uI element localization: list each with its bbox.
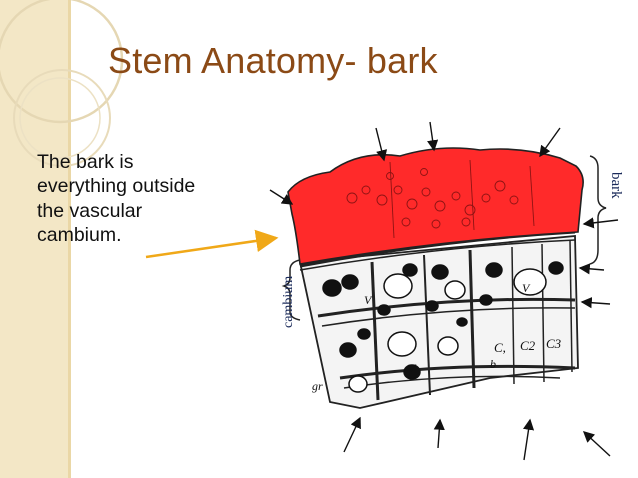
- cell: [387, 331, 417, 357]
- pointer-arrows: [269, 121, 619, 461]
- bark-region: [287, 147, 584, 265]
- cell: [431, 264, 449, 280]
- cell: [357, 328, 371, 340]
- vascular-cells: [322, 261, 564, 393]
- cell: [341, 274, 359, 290]
- bark-cell: [421, 187, 431, 197]
- cell: [322, 279, 342, 297]
- bark-cell: [464, 204, 476, 216]
- slide-title: Stem Anatomy- bark: [108, 40, 438, 81]
- cambium-label: cambium: [281, 276, 296, 328]
- bark-label: bark: [608, 172, 624, 199]
- bark-cell: [494, 180, 506, 192]
- arrow-right-1: [582, 217, 619, 229]
- decor-circle-inner: [19, 77, 101, 159]
- decor-circle-large: [0, 0, 124, 124]
- bark-texture: [346, 159, 535, 239]
- arrow-left-1: [269, 189, 294, 205]
- band-edge: [68, 0, 71, 478]
- bark-cell: [406, 198, 418, 210]
- row-line-3: [321, 307, 576, 327]
- arrow-right-3: [580, 297, 611, 309]
- left-decor-circles: [0, 0, 124, 167]
- bark-cell: [509, 195, 519, 205]
- column-line-2: [423, 254, 431, 396]
- cell: [479, 294, 493, 306]
- column-line-3: [468, 249, 476, 389]
- orange-pointer-arrow: [145, 229, 279, 259]
- arrow-top-1: [375, 127, 388, 162]
- cell: [548, 261, 564, 275]
- cell: [377, 304, 391, 316]
- bark-cell: [431, 219, 441, 229]
- label-v-2: V: [522, 281, 531, 295]
- cell: [339, 342, 357, 358]
- arrow-bottom-3: [523, 418, 535, 461]
- bark-cell: [393, 185, 403, 195]
- bark-divider: [529, 165, 535, 227]
- label-b: b: [490, 357, 496, 371]
- bark-cell: [346, 192, 358, 204]
- body-line-1: The bark is: [37, 151, 134, 173]
- bark-cell: [376, 194, 388, 206]
- bark-cell: [420, 168, 428, 176]
- tissue-background: [298, 235, 579, 409]
- bark-cell: [361, 185, 371, 195]
- arrow-top-2: [427, 121, 439, 152]
- cell: [485, 262, 503, 278]
- cell: [444, 280, 466, 300]
- body-text: The bark is everything outside the vascu…: [37, 150, 257, 248]
- body-line-4: cambium.: [37, 224, 122, 247]
- column-line-1: [370, 261, 380, 401]
- cell: [348, 375, 368, 393]
- column-line-5: [541, 243, 545, 383]
- cell: [383, 273, 413, 299]
- row-line-1: [299, 239, 576, 271]
- cell: [456, 317, 468, 327]
- arrow-top-right: [539, 127, 561, 158]
- label-v-1: V: [364, 293, 373, 307]
- tissue-rows: [299, 230, 576, 401]
- label-gr: gr: [312, 379, 323, 393]
- label-c1: C,: [494, 340, 506, 355]
- cell: [425, 300, 439, 312]
- arrow-bottom-4: [582, 431, 611, 457]
- bark-cell: [461, 217, 471, 227]
- cambium-bracket: [281, 259, 301, 321]
- column-line-4: [511, 246, 515, 385]
- cell: [402, 263, 418, 277]
- label-c3: C3: [546, 336, 562, 351]
- bark-cell: [434, 200, 446, 212]
- decor-circle-small: [13, 69, 111, 167]
- bark-divider: [469, 159, 475, 231]
- cell: [513, 268, 547, 296]
- arrow-right-2: [578, 263, 605, 275]
- bark-cell: [451, 191, 461, 201]
- arrow-bottom-2: [433, 418, 445, 449]
- cell: [403, 364, 421, 380]
- body-line-2: everything outside: [37, 175, 196, 198]
- label-v-3: V: [408, 361, 417, 375]
- arrow-bottom-1: [343, 416, 361, 453]
- bark-cell: [386, 172, 394, 180]
- body-line-3: the vascular: [37, 199, 143, 222]
- bark-divider: [389, 161, 395, 239]
- row-line-5: [343, 375, 561, 389]
- column-line-6: [569, 239, 573, 373]
- bark-cell: [481, 193, 491, 203]
- bark-cell: [401, 217, 411, 227]
- bark-bracket: [589, 155, 607, 265]
- label-c2: C2: [520, 338, 536, 353]
- cell: [437, 336, 459, 356]
